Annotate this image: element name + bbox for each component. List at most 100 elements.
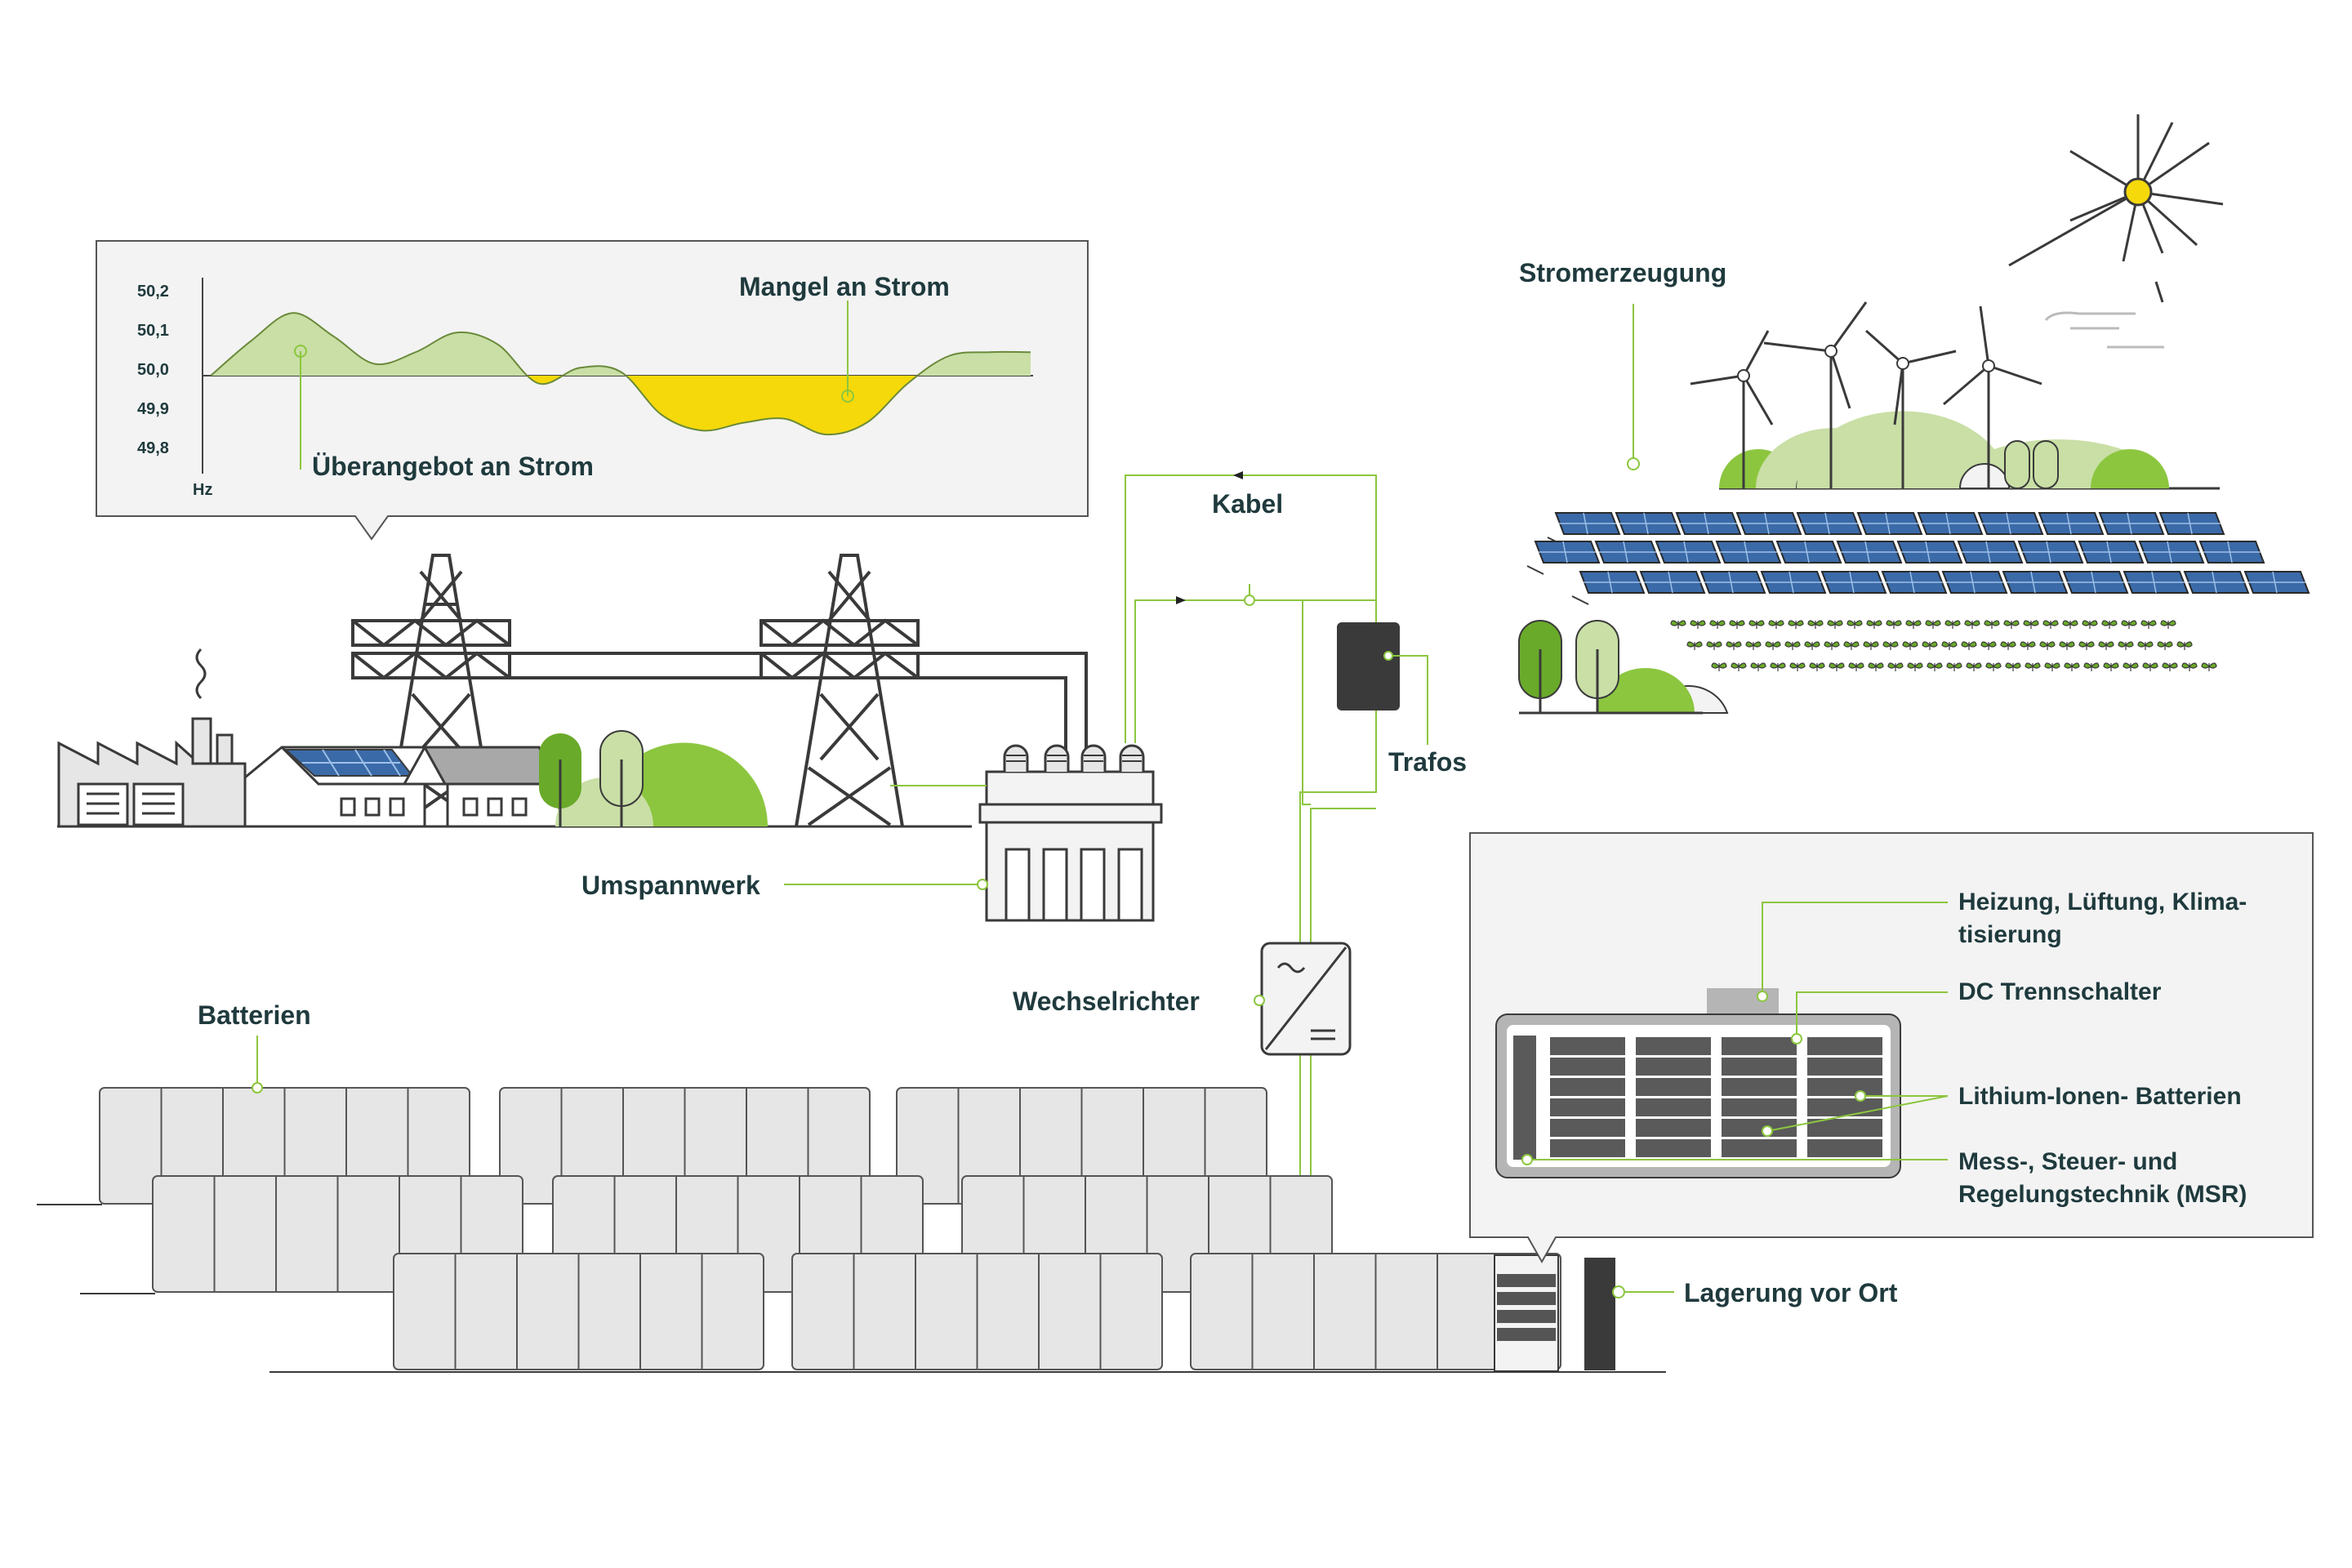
y-axis-unit: Hz [193, 481, 212, 499]
label-hvac-2: tisierung [1958, 921, 2062, 948]
battery-cell [1722, 1119, 1797, 1137]
solar-panel-grid [1970, 571, 1976, 594]
power-towers [351, 554, 1088, 827]
solar-panel-grid [1607, 571, 1613, 594]
crop-plant [1788, 620, 1804, 629]
battery-cell [1636, 1058, 1711, 1076]
label-wechselrichter: Wechselrichter [1013, 987, 1200, 1016]
crop-plant [1770, 662, 1786, 671]
solar-stand [1526, 565, 1544, 575]
crop-plant [1748, 620, 1765, 629]
crop-plant [1985, 662, 2002, 671]
crop-plant [2140, 620, 2157, 629]
y-tick-label: 50,2 [137, 283, 169, 301]
battery-cell [1550, 1058, 1625, 1076]
battery-cell [1807, 1119, 1882, 1137]
solar-panel-grid [2227, 541, 2233, 564]
battery-cell [1722, 1037, 1797, 1055]
crop-plant [1863, 641, 1879, 650]
crop-plant [2142, 662, 2158, 671]
crop-plant [2039, 641, 2056, 650]
crop-plant [1729, 620, 1745, 629]
crop-plant [2160, 620, 2176, 629]
crop-plant [1964, 620, 1980, 629]
wind-icon [2044, 311, 2164, 349]
crop-plant [1927, 662, 1943, 671]
crop-plant [1984, 620, 2000, 629]
battery-cell [1636, 1139, 1711, 1157]
crop-rows [1670, 620, 2217, 671]
crop-plant [1925, 620, 1941, 629]
crop-plant [2123, 662, 2139, 671]
crop-plant [1866, 620, 1882, 629]
label-mangel: Mangel an Strom [739, 272, 950, 301]
battery-cell [1550, 1037, 1625, 1055]
crop-plant [2062, 620, 2078, 629]
crop-plant [1961, 641, 1977, 650]
crop-plant [2101, 620, 2118, 629]
solar-panel-grid [1804, 541, 1810, 564]
crop-plant [1886, 620, 1902, 629]
solar-panel-grid [2167, 541, 2172, 564]
crop-plant [2201, 662, 2217, 671]
crop-plant [1843, 641, 1860, 650]
battery-cell [1550, 1119, 1625, 1137]
solar-panel-grid [1683, 541, 1689, 564]
sun-icon [2008, 114, 2224, 303]
frequency-line [210, 312, 1031, 436]
crop-plant [1670, 620, 1686, 629]
y-tick-label: 50,0 [137, 361, 169, 379]
battery-cell [1550, 1098, 1625, 1116]
label-dc-switch: DC Trennschalter [1958, 978, 2162, 1005]
solar-stand [1571, 595, 1589, 605]
solar-panel-grid [1728, 571, 1734, 594]
label-msr-1: Mess-, Steuer- und [1958, 1148, 2177, 1175]
solar-panel-grid [1704, 512, 1709, 535]
crop-plant [2083, 662, 2100, 671]
surplus-area [211, 313, 1031, 376]
crop-plant [1784, 641, 1801, 650]
crop-plant [1848, 662, 1864, 671]
crop-plant [1907, 662, 1923, 671]
battery-cell [1722, 1058, 1797, 1076]
crop-plant [1868, 662, 1884, 671]
solar-panel-grid [2212, 571, 2217, 594]
crop-plant [2003, 620, 2020, 629]
crop-plant [1711, 662, 1727, 671]
crop-plant [2064, 662, 2080, 671]
solar-panel-grid [2106, 541, 2112, 564]
crop-plant [1922, 641, 1938, 650]
crop-plant [2137, 641, 2154, 650]
solar-panel-grid [1864, 541, 1870, 564]
crop-plant [2023, 620, 2039, 629]
crop-plant [1745, 641, 1762, 650]
crop-plant [1946, 662, 1962, 671]
label-hvac-1: Heizung, Lüftung, Klima- [1958, 889, 2247, 915]
battery-cell [1807, 1078, 1882, 1096]
solar-panel-grid [1849, 571, 1855, 594]
transformer: Trafos [1337, 622, 1467, 777]
crop-plant [1905, 620, 1922, 629]
cable-arrow-right [1176, 596, 1186, 604]
y-tick-label: 50,1 [137, 322, 169, 340]
town-scene [57, 648, 972, 828]
crop-plant [1731, 662, 1747, 671]
crop-plant [1706, 641, 1722, 650]
crop-plant [1966, 662, 1982, 671]
crop-plant [1789, 662, 1806, 671]
solar-panel-grid [2030, 571, 2036, 594]
solar-panel-grid [1583, 512, 1588, 535]
label-umspannwerk: Umspannwerk [581, 871, 760, 900]
solar-panel-grid [1623, 541, 1628, 564]
crop-plant [1902, 641, 1918, 650]
solar-panel-grid [1985, 541, 1991, 564]
solar-panel-grid [2272, 571, 2278, 594]
crop-plant [1882, 641, 1899, 650]
crop-plant [1827, 620, 1843, 629]
label-msr-2: Regelungstechnik (MSR) [1958, 1181, 2247, 1208]
solar-panel-grid [1744, 541, 1749, 564]
battery-cell [1807, 1139, 1882, 1157]
crop-plant [2078, 641, 2095, 650]
battery-cell [1636, 1037, 1711, 1055]
